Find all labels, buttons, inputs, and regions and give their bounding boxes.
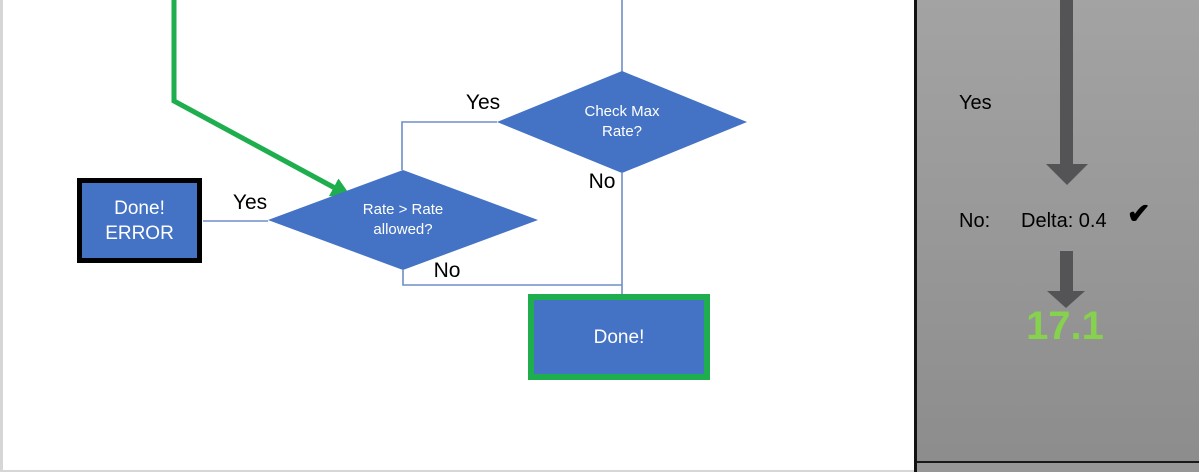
green-flow-arrow (171, 0, 352, 197)
flow-connectors (171, 0, 623, 295)
connector-check-max-yes (401, 121, 497, 170)
down-arrow-icon (1060, 0, 1073, 166)
decision-label: Rate > Rate (362, 201, 444, 218)
terminal-label: ERROR (105, 222, 174, 244)
decision-label: allowed? (373, 221, 433, 238)
panel-no-label: No: (959, 210, 991, 232)
slide-area: Check Max Rate? Rate > Rate allowed? Don… (77, 0, 747, 380)
down-arrow-icon (1060, 251, 1073, 293)
delta-value: Delta: 0.4 (1021, 210, 1107, 232)
terminal-label: Done! (593, 326, 645, 348)
down-arrow-head-icon (1046, 164, 1088, 185)
edge-label-yes: Yes (465, 91, 501, 114)
edge-label-no: No (433, 259, 461, 282)
panel-right-edge (1199, 0, 1202, 472)
edge-label-no: No (588, 170, 616, 193)
decision-label: Rate? (601, 123, 643, 140)
terminal-done: Done! (528, 294, 710, 380)
check-icon: ✔ (1127, 198, 1151, 229)
panel-yes-label: Yes (959, 92, 992, 114)
result-value: 17.1 (1026, 304, 1104, 348)
decision-label: Check Max (584, 103, 660, 120)
terminal-done-error: Done! ERROR (77, 178, 202, 263)
edge-label-yes: Yes (232, 191, 268, 214)
down-arrow-head-icon (1047, 291, 1085, 308)
terminal-label: Done! (114, 197, 165, 219)
annotation-panel: Yes No: Delta: 0.4 ✔ 17.1 (914, 0, 1202, 472)
panel-footer-strip (917, 463, 1202, 472)
connector-rate-allowed-no (402, 270, 622, 286)
panel-bottom-divider (917, 461, 1202, 463)
